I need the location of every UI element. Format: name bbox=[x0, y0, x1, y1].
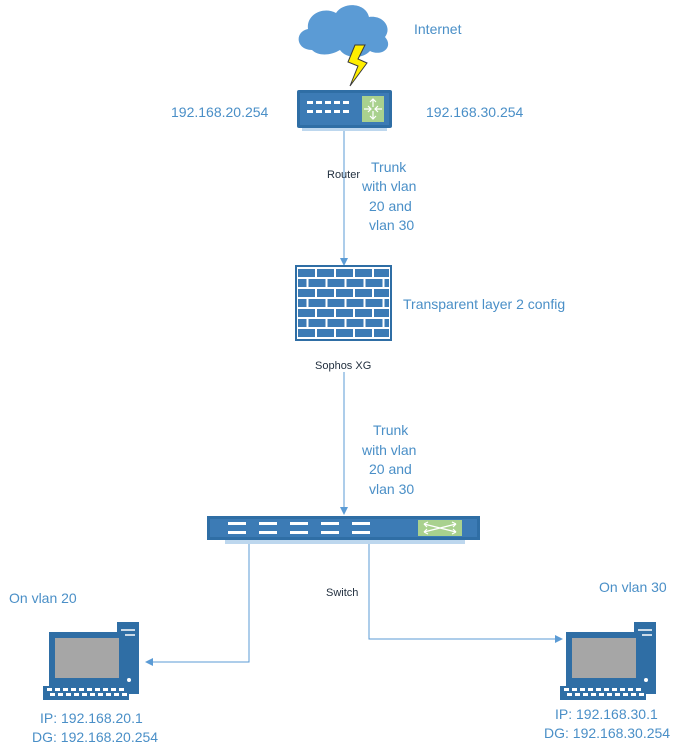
pc-right-ip: IP: 192.168.30.1 bbox=[555, 706, 658, 722]
firewall-note: Transparent layer 2 config bbox=[403, 296, 565, 312]
switch-name: Switch bbox=[326, 587, 358, 599]
pc-left-dg: DG: 192.168.20.254 bbox=[32, 729, 158, 745]
computer-icon bbox=[43, 622, 139, 700]
firewall-name: Sophos XG bbox=[315, 360, 371, 372]
link-to-pc-right bbox=[368, 544, 563, 643]
computer-icon bbox=[560, 622, 656, 700]
pc-right-dg: DG: 192.168.30.254 bbox=[544, 725, 670, 741]
pc-right-vlan: On vlan 30 bbox=[599, 579, 667, 595]
router-ip-right: 192.168.30.254 bbox=[426, 104, 524, 120]
trunk-top-label: Trunk with vlan 20 and vlan 30 bbox=[361, 159, 420, 233]
internet-label: Internet bbox=[414, 21, 462, 37]
switch-icon bbox=[207, 516, 480, 544]
firewall-icon bbox=[295, 265, 392, 341]
router-ip-left: 192.168.20.254 bbox=[171, 104, 269, 120]
link-to-pc-left bbox=[145, 544, 250, 666]
pc-left-vlan: On vlan 20 bbox=[9, 590, 77, 606]
router-name: Router bbox=[327, 169, 360, 181]
cloud-icon bbox=[298, 5, 389, 57]
lightning-icon bbox=[347, 44, 368, 87]
pc-left-ip: IP: 192.168.20.1 bbox=[40, 710, 143, 726]
trunk-bottom-label: Trunk with vlan 20 and vlan 30 bbox=[361, 422, 420, 497]
router-icon bbox=[297, 90, 392, 131]
